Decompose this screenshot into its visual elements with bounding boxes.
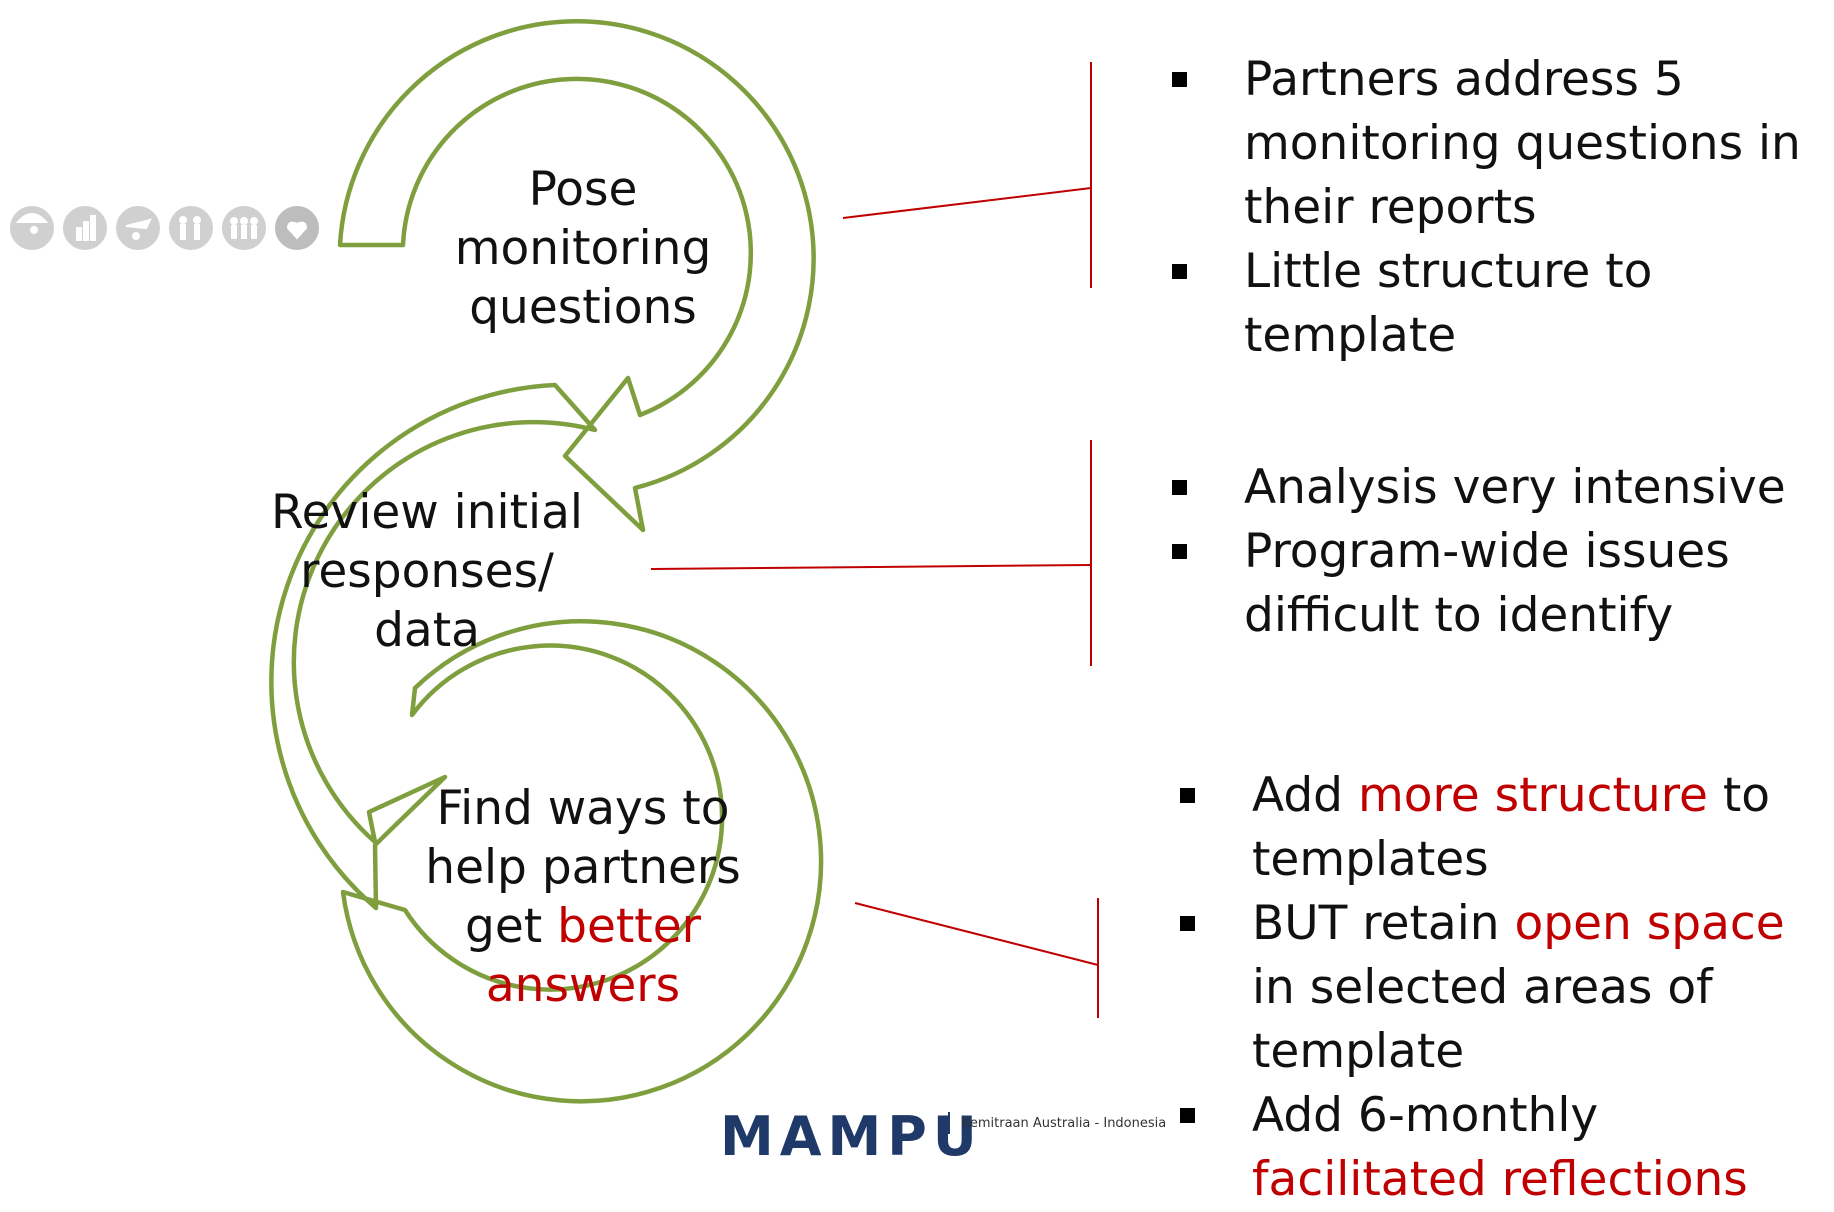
stage-label-find: Find ways to help partners get better an… (420, 779, 746, 1015)
plane-person-icon (114, 204, 162, 252)
note-text: to templates (1252, 768, 1771, 887)
stage-label-pose: Pose monitoring questions (420, 160, 746, 337)
note-item: Little structure to template (1172, 240, 1834, 368)
icon-strip (8, 204, 321, 252)
note-item: Add 6-monthly facilitated reflections (1180, 1084, 1832, 1212)
group-heart-icon (273, 204, 321, 252)
logo-tagline: Kemitraan Australia - Indonesia (962, 1116, 1167, 1131)
stage-label-review: Review initial responses/ data (262, 483, 592, 660)
note-group-3: Add more structure to templates BUT reta… (1180, 764, 1832, 1212)
stage-text: get (465, 899, 558, 954)
family-icon (167, 204, 215, 252)
stage-line: get better (420, 897, 746, 956)
note-item: Program-wide issues difficult to identif… (1172, 520, 1792, 648)
note-highlight: open space (1514, 896, 1785, 951)
stage-line: questions (469, 280, 697, 335)
note-item: BUT retain open space in selected areas … (1180, 892, 1832, 1084)
note-item: Analysis very intensive (1172, 456, 1792, 520)
cycle-diagram (8, 19, 1099, 1104)
umbrella-person-icon (8, 204, 56, 252)
cycle-arrow-pose (337, 19, 816, 533)
note-group-2: Analysis very intensive Program-wide iss… (1172, 456, 1792, 648)
note-highlight: facilitated reflections (1252, 1152, 1748, 1207)
cycle-arrow-find-main (340, 619, 824, 1104)
logo-wordmark: MAMPU (720, 1105, 983, 1168)
cycle-arrow-review-main (269, 382, 598, 911)
note-highlight: more structure (1357, 768, 1708, 823)
note-text: in selected areas of template (1252, 960, 1713, 1079)
stage-line: responses/ (300, 544, 554, 599)
stage-line: monitoring (454, 221, 712, 276)
bar-chart-person-icon (61, 204, 109, 252)
stage-line: Find ways to (436, 781, 730, 836)
note-item: Partners address 5 monitoring questions … (1172, 48, 1834, 240)
group-icon (220, 204, 268, 252)
note-text: Add (1252, 768, 1358, 823)
stage-highlight: answers (485, 958, 681, 1013)
note-text: BUT retain (1252, 896, 1515, 951)
stage-line: Pose (528, 162, 638, 217)
note-text: Add 6-monthly (1252, 1088, 1599, 1143)
connector-line-1 (842, 187, 1092, 219)
connector-line-2 (650, 564, 1092, 570)
note-item: Add more structure to templates (1180, 764, 1832, 892)
stage-line: help partners (425, 840, 741, 895)
stage-line: data (374, 603, 480, 658)
connector-line-3 (854, 902, 1099, 966)
logo-divider (948, 1112, 950, 1134)
stage-highlight: better (557, 899, 701, 954)
stage-line: Review initial (271, 485, 583, 540)
note-group-1: Partners address 5 monitoring questions … (1172, 48, 1834, 368)
